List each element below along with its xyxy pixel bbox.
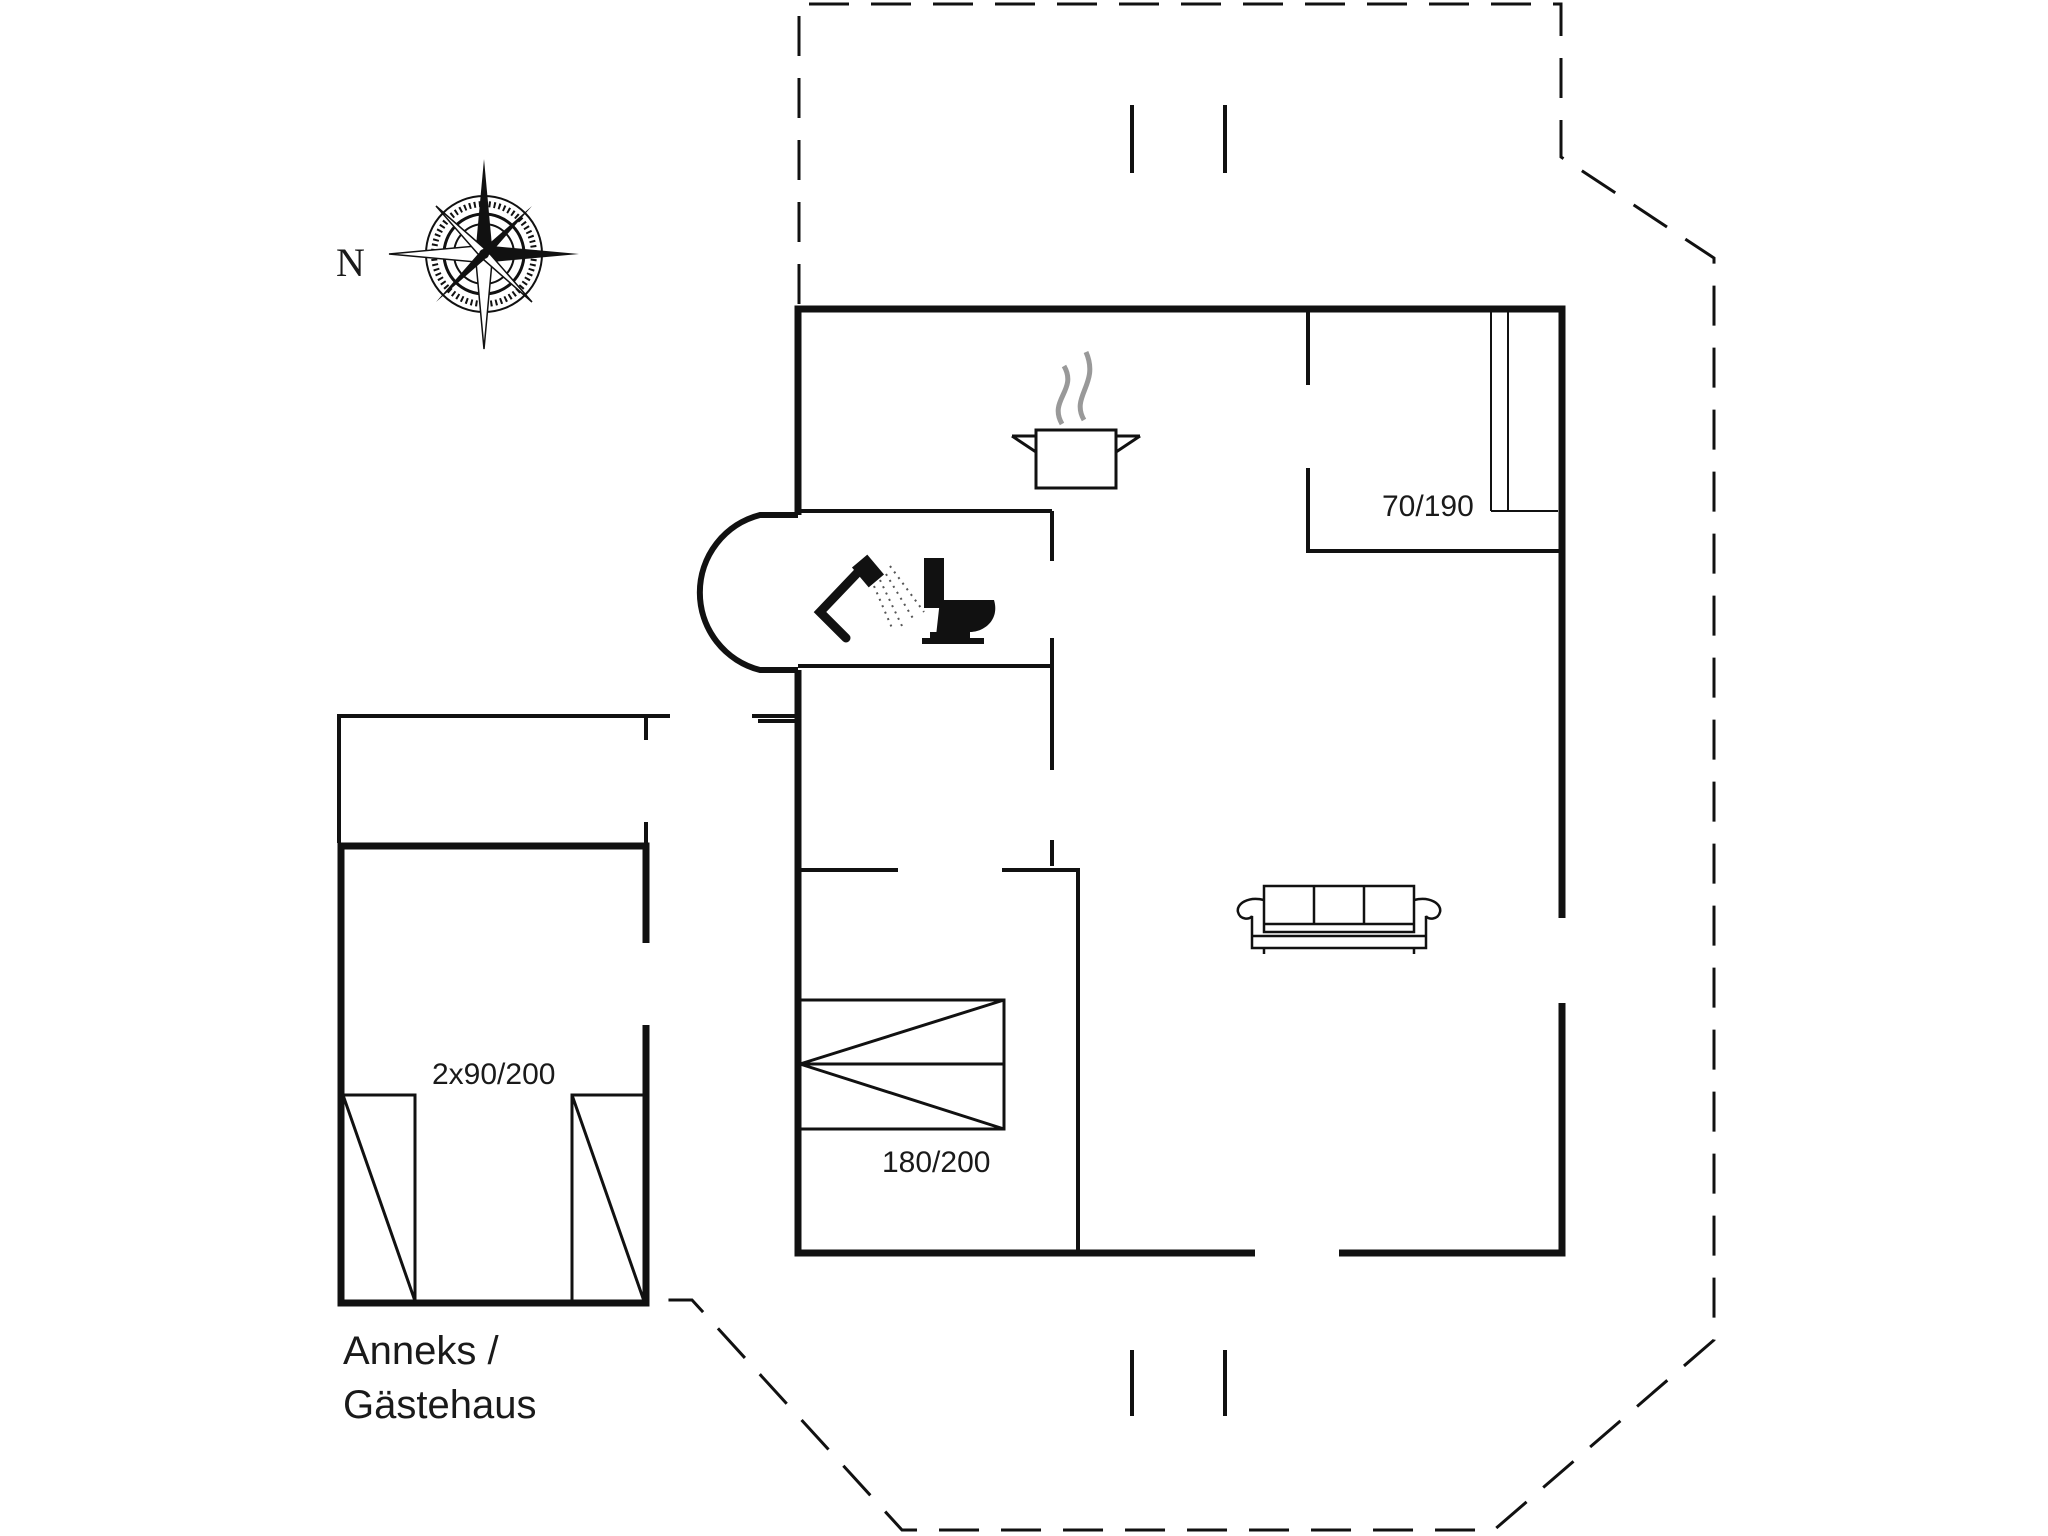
cooking-pot-icon <box>1011 351 1141 490</box>
shower-icon <box>813 554 925 643</box>
annex-title-line2: Gästehaus <box>343 1383 536 1427</box>
double-bed <box>798 998 1006 1131</box>
toilet-icon <box>922 558 996 644</box>
north-label: N <box>336 240 365 285</box>
closet-lines <box>1490 311 1558 512</box>
annex-bed-right <box>570 1093 646 1303</box>
annex-passage <box>337 714 798 843</box>
annex-bed-left <box>341 1093 417 1303</box>
annex-title-line1: Anneks / <box>343 1329 500 1373</box>
bed-size-annex-label: 2x90/200 <box>432 1058 555 1091</box>
terrace-outline <box>652 2 1716 1532</box>
terrace-marks-bottom <box>1130 1350 1227 1416</box>
bathroom-bay <box>696 512 798 673</box>
terrace-marks-top <box>1130 105 1227 173</box>
sofa-icon <box>1236 884 1442 954</box>
bed-size-small-label: 70/190 <box>1382 490 1474 523</box>
compass-rose-icon <box>388 159 579 350</box>
bed-size-double-label: 180/200 <box>882 1146 990 1179</box>
interior-walls <box>798 311 1561 1253</box>
annex-walls <box>337 842 650 1307</box>
main-house-walls <box>758 305 1566 1257</box>
